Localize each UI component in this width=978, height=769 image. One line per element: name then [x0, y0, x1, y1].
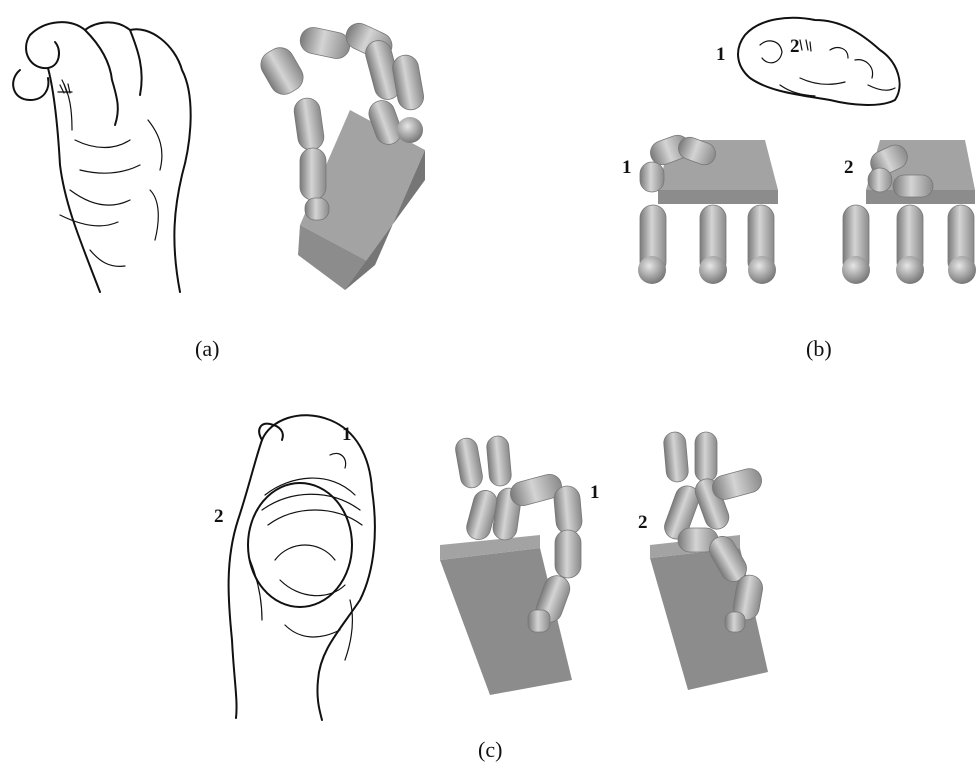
panel-a-hand-drawing [13, 22, 191, 292]
panel-b-drawing-label-2: 2 [790, 36, 800, 57]
panel-c-drawing-label-1: 1 [342, 424, 352, 445]
panel-c-robot-label-2: 2 [638, 512, 648, 533]
panel-c-robot-hand-1 [440, 435, 583, 695]
caption-b: (b) [806, 336, 832, 361]
panel-c-robot-hand-2 [650, 431, 768, 690]
panel-a-robot-hand [256, 19, 426, 290]
panel-b-robot-label-2: 2 [844, 157, 854, 178]
caption-a: (a) [195, 336, 219, 361]
panel-b-robot-hand-1 [638, 132, 778, 284]
panel-b: 1 2 1 [622, 18, 976, 361]
panel-b-hand-drawing [738, 18, 900, 105]
panel-b-robot-label-1: 1 [622, 157, 632, 178]
caption-c: (c) [478, 737, 502, 762]
panel-c-hand-drawing [229, 415, 375, 720]
panel-b-robot-hand-2 [842, 140, 976, 284]
panel-a: (a) [13, 19, 426, 361]
panel-c: 1 2 1 [214, 415, 768, 762]
panel-b-drawing-label-1: 1 [716, 44, 726, 65]
panel-c-robot-label-1: 1 [590, 482, 600, 503]
panel-c-drawing-label-2: 2 [214, 506, 224, 527]
